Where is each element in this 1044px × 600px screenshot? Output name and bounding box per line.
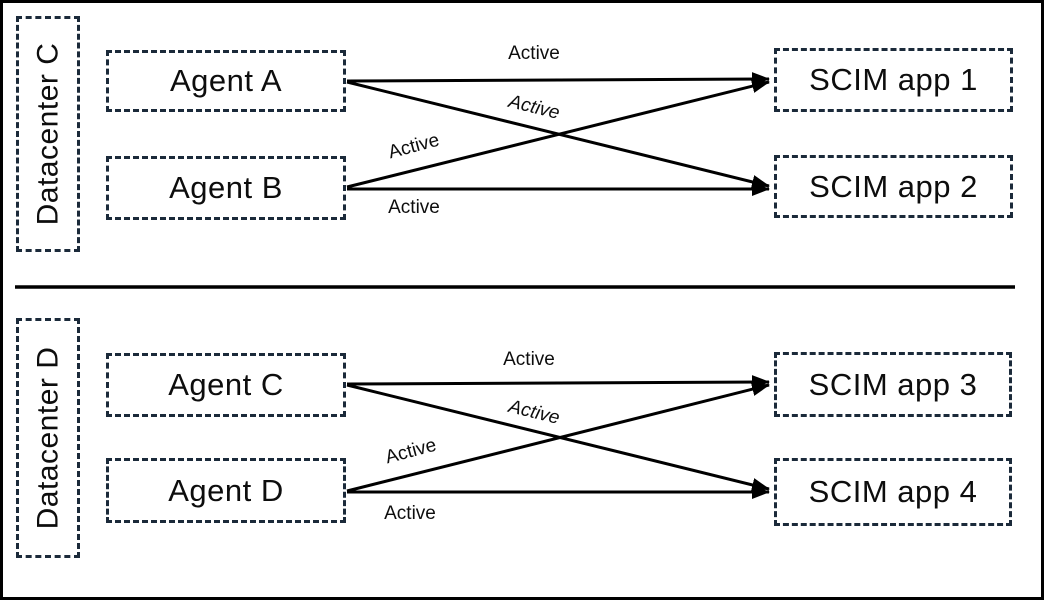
arrow-agent-a-to-scim1: [346, 72, 770, 87]
scim-app-1-box: SCIM app 1: [774, 48, 1013, 112]
scim-app-4-label: SCIM app 4: [808, 474, 978, 509]
arrow-agent-c-to-scim3: [346, 375, 770, 390]
agent-d-box: Agent D: [106, 458, 346, 523]
scim-app-4-box: SCIM app 4: [774, 458, 1012, 526]
agent-a-box: Agent A: [106, 50, 346, 112]
edge-label-agent-d-to-scim4: Active: [384, 503, 436, 524]
agent-d-label: Agent D: [168, 472, 284, 508]
agent-b-label: Agent B: [169, 170, 283, 205]
agent-c-label: Agent C: [168, 367, 284, 402]
arrow-agent-d-to-scim3: [346, 382, 770, 493]
datacenter-c-box: Datacenter C: [16, 16, 80, 252]
agent-c-box: Agent C: [106, 353, 346, 417]
scim-app-2-label: SCIM app 2: [809, 168, 978, 204]
scim-app-3-box: SCIM app 3: [774, 352, 1012, 417]
edge-label-agent-b-to-scim2: Active: [388, 197, 440, 218]
agent-b-box: Agent B: [106, 156, 346, 220]
edge-label-agent-a-to-scim1: Active: [508, 43, 560, 64]
datacenter-c-label: Datacenter C: [31, 42, 64, 226]
connection-arrows: [15, 72, 1015, 499]
scim-app-1-label: SCIM app 1: [809, 62, 978, 97]
arrow-agent-b-to-scim1: [346, 79, 770, 189]
datacenter-d-label: Datacenter D: [31, 346, 64, 530]
scim-app-3-label: SCIM app 3: [808, 366, 978, 402]
scim-app-2-box: SCIM app 2: [774, 155, 1013, 218]
datacenter-d-box: Datacenter D: [16, 318, 80, 558]
edge-label-agent-c-to-scim3: Active: [503, 349, 555, 370]
agent-a-label: Agent A: [169, 63, 283, 98]
